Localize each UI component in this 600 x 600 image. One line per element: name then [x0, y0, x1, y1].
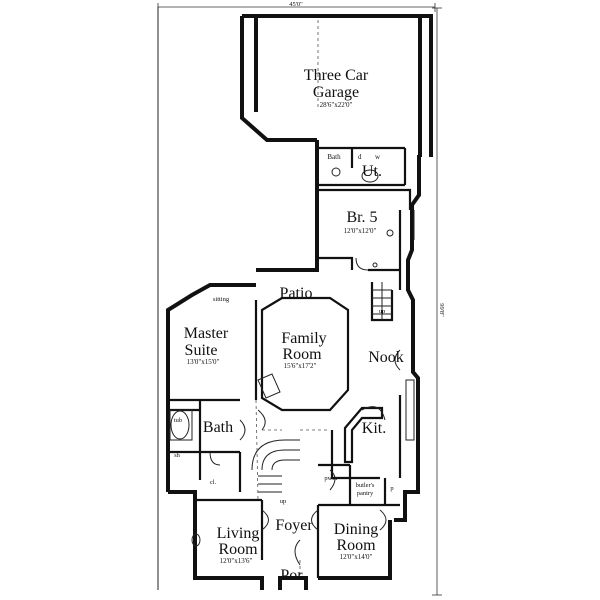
garage-label-line1: Three Car [304, 67, 369, 84]
shower-label: sh [174, 452, 181, 459]
butlers-pantry-label-line1: butler's [356, 482, 375, 489]
dryer-label: d [358, 153, 362, 161]
room-labels: Three Car Garage 28'6"x22'0" Bath d w Ut… [174, 67, 404, 584]
overhead-lines [255, 20, 330, 578]
family-room-label-line1: Family [281, 330, 326, 347]
family-room-size: 15'6"x17'2" [284, 362, 317, 370]
bedroom5-label: Br. 5 [346, 209, 377, 226]
interior-walls [168, 146, 412, 578]
stair-up-label-nook: up [379, 308, 386, 315]
butlers-pantry-label-line2: pantry [357, 490, 374, 497]
sitting-label: sitting [213, 296, 230, 303]
living-room-label-line1: Living [217, 525, 260, 542]
master-suite-label-line1: Master [184, 325, 229, 342]
exterior-walls [166, 14, 433, 590]
living-room-size: 12'0"x13'6" [220, 557, 253, 565]
master-suite-size: 13'0"x15'0" [187, 358, 220, 366]
washer-label: w [375, 153, 381, 161]
master-suite-label-line2: Suite [185, 342, 218, 359]
tub-label: tub [174, 417, 182, 424]
living-room-label-line2: Room [218, 541, 258, 558]
dining-room-label-line2: Room [336, 537, 376, 554]
patio-label: Patio [280, 285, 313, 302]
dining-room-label-line1: Dining [334, 521, 378, 538]
garage-size: 28'6"x22'0" [320, 101, 353, 109]
dining-room-size: 12'0"x14'0" [340, 553, 373, 561]
dimension-lines [157, 3, 442, 596]
garage-label-line2: Garage [313, 84, 359, 101]
fixtures [169, 167, 415, 566]
overall-depth-dimension: 99'8" [438, 303, 445, 317]
porch-label: Por. [280, 567, 305, 584]
stair-up-label-foyer: up [280, 498, 287, 505]
pantry-label: p [390, 485, 393, 492]
kitchen-label: Kit. [362, 420, 386, 437]
stairs [251, 282, 392, 493]
family-room-label-line2: Room [282, 346, 322, 363]
utility-label: Ut. [362, 163, 382, 180]
powder-room-label: pwdr [324, 475, 338, 482]
nook-label: Nook [368, 349, 404, 366]
overall-width-dimension: 45'0" [289, 1, 303, 8]
small-bath-label: Bath [327, 153, 341, 161]
bedroom5-size: 12'0"x12'0" [344, 227, 377, 235]
master-bath-label: Bath [203, 419, 233, 436]
foyer-label: Foyer [275, 517, 313, 534]
closet-label: cl. [210, 479, 217, 486]
